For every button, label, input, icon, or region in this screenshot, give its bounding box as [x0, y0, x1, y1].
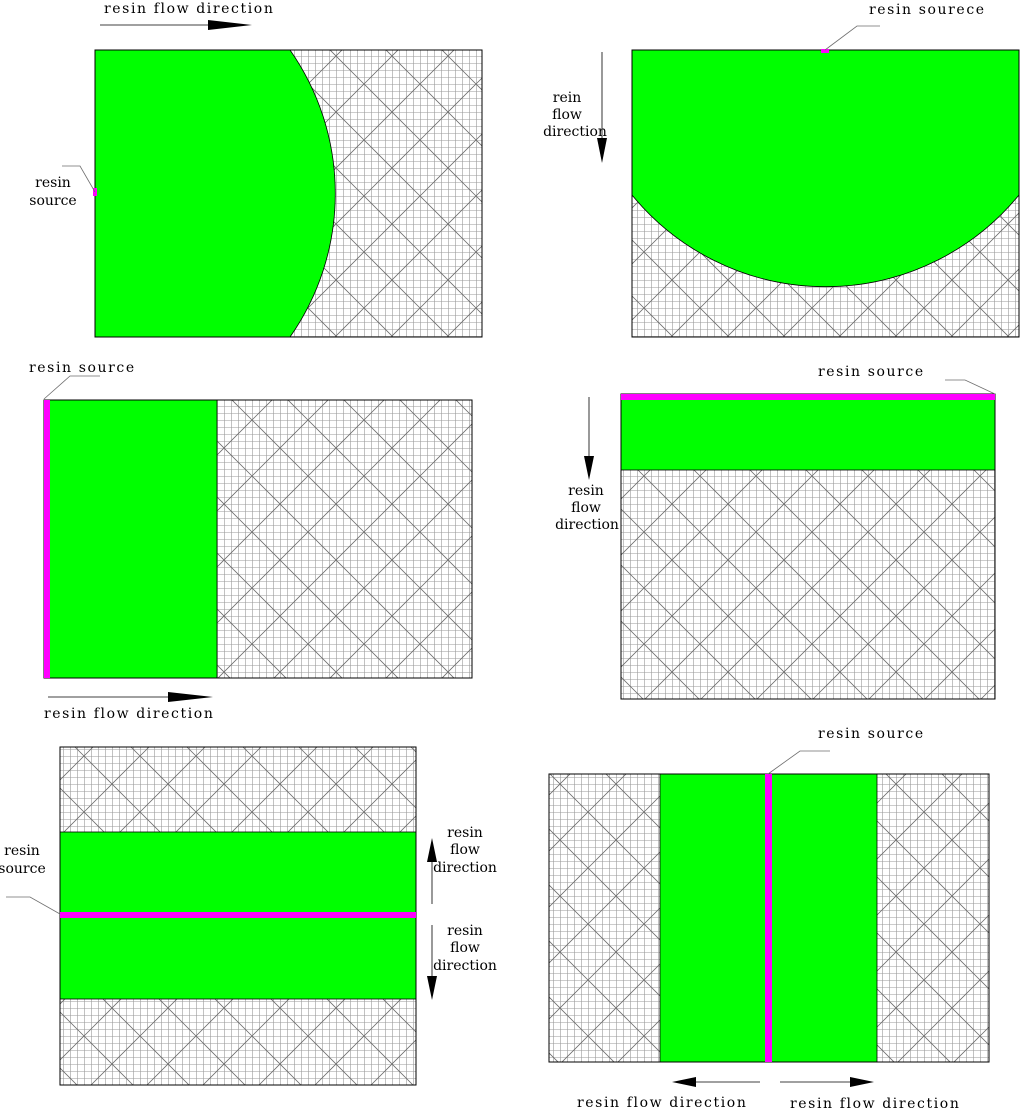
panel-4-flow-label-line1: resin — [568, 483, 604, 499]
panel-1-source-label-line2: source — [29, 193, 76, 209]
panel-1-flow-arrowhead — [208, 20, 252, 30]
panel-6-source-leader — [767, 750, 830, 775]
panel-6-flow-left-caption: resin flow direction — [577, 1095, 747, 1111]
panel-4-top-line-source: resin source resin flow direction — [555, 364, 996, 700]
panel-5-source-label-line1: resin — [4, 843, 40, 859]
panel-2-flow-arrowhead — [597, 138, 607, 163]
panel-2-source-leader — [824, 25, 880, 51]
panel-2-flow-label-line1: rein — [553, 90, 581, 106]
panel-2-flow-label-line2: flow — [552, 107, 582, 123]
panel-6-center-vertical-source: resin source resin flow direction resin … — [548, 726, 990, 1111]
panel-5-source-leader — [6, 896, 61, 915]
panel-5-flow-up-arrowhead — [427, 838, 437, 862]
panel-3-flow-caption: resin flow direction — [44, 706, 214, 722]
panel-3-resin-region — [43, 399, 218, 679]
panel-1-source-label-line1: resin — [35, 175, 71, 191]
panel-5-flow-up-label-line1: resin — [447, 825, 483, 841]
panel-4-source-label: resin source — [818, 364, 925, 380]
panel-5-flow-up-label-line2: flow — [450, 842, 480, 858]
panel-6-source-line — [765, 774, 772, 1062]
panel-5-flow-down-label-line2: flow — [450, 940, 480, 956]
panel-5-source-label-line2: source — [0, 861, 46, 877]
panel-1-left-point-source: resin source resin flow direction — [29, 1, 483, 338]
panel-4-source-line — [621, 394, 995, 400]
panel-5-flow-down-arrowhead — [427, 976, 437, 1000]
panel-1-resin-front — [95, 50, 336, 337]
panel-6-flow-left-arrowhead — [672, 1077, 696, 1087]
panel-2-resin-front — [632, 50, 1019, 288]
panel-2-top-point-source: resin sourece rein flow direction — [543, 2, 1020, 338]
panel-6-flow-right-caption: resin flow direction — [790, 1096, 960, 1111]
panel-3-left-line-source: resin source resin flow direction — [29, 360, 473, 722]
panel-6-flow-right-arrowhead — [850, 1077, 874, 1087]
panel-5-flow-up-label-line3: direction — [433, 860, 497, 876]
panel-4-flow-label-line3: direction — [555, 517, 619, 533]
panel-4-flow-label-line2: flow — [571, 500, 601, 516]
panel-3-source-leader — [43, 375, 100, 400]
panel-5-center-horizontal-source: resin source resin flow direction resin … — [0, 746, 497, 1086]
panel-2-source-label: resin sourece — [869, 2, 986, 18]
panel-3-source-label: resin source — [29, 360, 136, 376]
panel-4-resin-region — [620, 393, 996, 471]
panel-3-flow-arrowhead — [168, 692, 213, 702]
panel-1-flow-caption: resin flow direction — [104, 1, 274, 17]
panel-5-source-line — [60, 912, 416, 918]
panel-2-flow-label-line3: direction — [543, 124, 607, 140]
panel-4-flow-arrowhead — [584, 456, 594, 480]
panel-5-flow-down-label-line1: resin — [447, 923, 483, 939]
panel-4-source-leader — [945, 379, 996, 395]
panel-5-flow-down-label-line3: direction — [433, 958, 497, 974]
panel-6-source-label: resin source — [818, 726, 925, 742]
panel-1-source-leader — [62, 165, 96, 193]
panel-3-source-line — [44, 400, 50, 678]
